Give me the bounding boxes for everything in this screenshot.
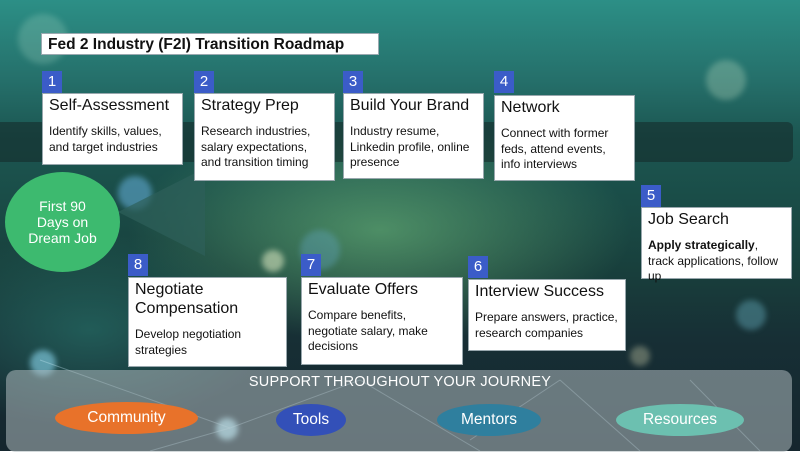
page-title: Fed 2 Industry (F2I) Transition Roadmap	[41, 33, 379, 55]
support-community: Community	[55, 402, 198, 434]
step-number-4: 4	[494, 71, 514, 93]
dream-job-label: First 90 Days on Dream Job	[28, 198, 97, 246]
step-number-8: 8	[128, 254, 148, 276]
step-description: Connect with former feds, attend events,…	[501, 126, 609, 171]
support-label: Community	[87, 409, 166, 426]
step-card-8: Negotiate Compensation Develop negotiati…	[128, 277, 287, 367]
support-resources: Resources	[616, 404, 744, 436]
bokeh-light	[706, 60, 746, 100]
step-title: Negotiate Compensation	[135, 281, 239, 317]
step-title: Network	[501, 99, 560, 116]
bokeh-light	[736, 300, 766, 330]
bokeh-light	[262, 250, 284, 272]
step-description: Prepare answers, practice, research comp…	[475, 310, 618, 340]
step-title: Self-Assessment	[49, 97, 170, 114]
step-description: Develop negotiation strategies	[135, 327, 242, 357]
step-title: Evaluate Offers	[308, 281, 418, 298]
step-title: Job Search	[648, 211, 729, 228]
support-mentors: Mentors	[437, 404, 541, 436]
step-card-5: Job Search Apply strategically, track ap…	[641, 207, 792, 283]
step-title: Strategy Prep	[201, 97, 299, 114]
step-card-7: Evaluate Offers Compare benefits, negoti…	[301, 277, 463, 365]
step-description: Industry resume, Linkedin profile, onlin…	[350, 124, 470, 169]
dream-job-circle: First 90 Days on Dream Job	[5, 172, 120, 272]
support-label: Tools	[292, 411, 330, 428]
support-title: SUPPORT THROUGHOUT YOUR JOURNEY	[248, 374, 552, 390]
step-description-rest: , track applications, follow up	[648, 238, 779, 283]
step-number-2: 2	[194, 71, 214, 93]
step-description: Research industries, salary expectations…	[201, 124, 311, 169]
step-card-1: Self-Assessment Identify skills, values,…	[42, 93, 183, 165]
bokeh-light	[630, 346, 650, 366]
step-card-6: Interview Success Prepare answers, pract…	[468, 279, 626, 351]
support-label: Resources	[642, 411, 718, 428]
step-card-3: Build Your Brand Industry resume, Linked…	[343, 93, 484, 179]
support-tools: Tools	[276, 404, 346, 436]
step-description-bold: Apply strategically	[648, 238, 755, 252]
step-number-3: 3	[343, 71, 363, 93]
step-description: Compare benefits, negotiate salary, make…	[308, 308, 428, 353]
step-description: Identify skills, values, and target indu…	[49, 124, 162, 154]
step-card-4: Network Connect with former feds, attend…	[494, 95, 635, 181]
support-label: Mentors	[461, 411, 517, 428]
step-number-6: 6	[468, 256, 488, 278]
step-number-7: 7	[301, 254, 321, 276]
step-description: Apply strategically, track applications,…	[648, 238, 785, 285]
step-title: Interview Success	[475, 283, 604, 300]
step-card-2: Strategy Prep Research industries, salar…	[194, 93, 335, 181]
step-number-5: 5	[641, 185, 661, 207]
step-title: Build Your Brand	[350, 97, 470, 114]
step-number-1: 1	[42, 71, 62, 93]
